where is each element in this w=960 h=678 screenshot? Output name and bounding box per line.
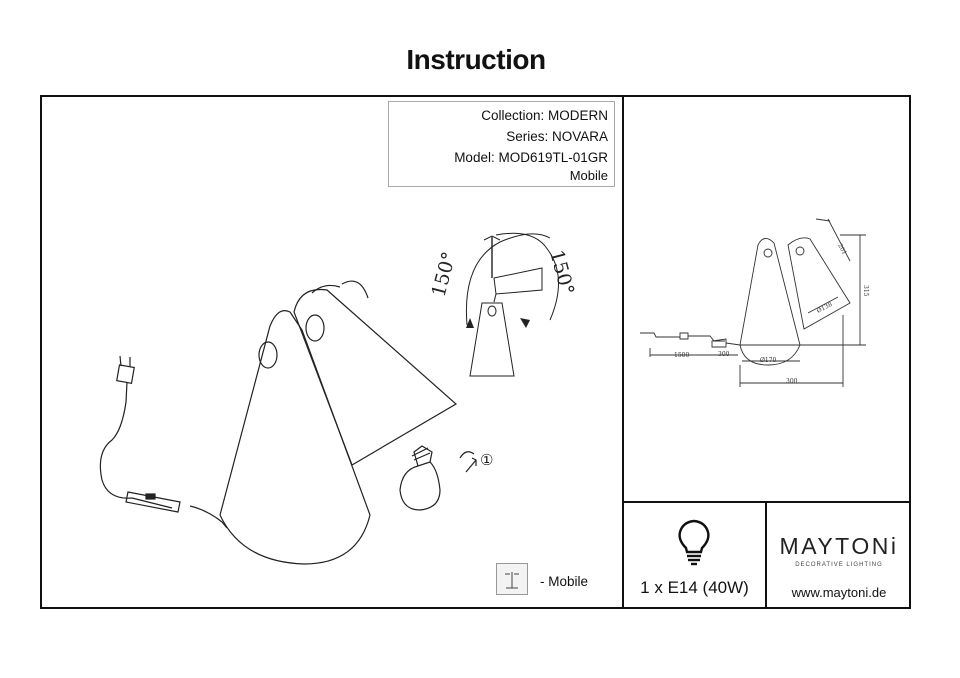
collection-label: Collection: MODERN <box>481 108 608 123</box>
brand-tagline: DECORATIVE LIGHTING <box>795 562 883 568</box>
pivot-left <box>258 341 278 369</box>
plug <box>116 364 135 384</box>
model-label: Model: MOD619TL-01GR <box>454 150 608 165</box>
frame-divider-footer <box>765 501 767 609</box>
frame-divider-vertical <box>622 95 624 609</box>
dim-cord: 1500 <box>674 352 689 359</box>
bulb-spec: 1 x E14 (40W) <box>640 578 749 597</box>
mobile-legend-icon <box>496 563 528 595</box>
dim-cord-switch: 300 <box>718 351 730 358</box>
brand-logo: MAYTONi <box>779 533 899 559</box>
rotation-body <box>469 302 515 377</box>
cord-switch <box>125 491 181 513</box>
rotation-arc-right <box>495 232 559 321</box>
lamp-base <box>219 514 371 565</box>
series-label: Series: NOVARA <box>506 129 608 144</box>
instruction-frame <box>40 95 911 609</box>
rotation-shade <box>493 267 543 295</box>
type-label: Mobile <box>569 168 608 183</box>
rotation-right-label: 150° <box>545 248 578 298</box>
lamp-shade <box>293 288 458 466</box>
step-number: ① <box>480 451 493 469</box>
rotation-left-label: 150° <box>428 249 461 299</box>
dim-shade-length: 201 <box>836 243 848 256</box>
bulb-drawing <box>399 445 441 511</box>
dim-width: 300 <box>786 378 798 385</box>
dim-height: 315 <box>862 285 869 297</box>
bulb-icon <box>678 519 710 566</box>
dimension-drawing: 1500 300 Ø170 300 315 201 Ø138 <box>640 218 869 387</box>
page-title: Instruction <box>406 44 546 75</box>
product-info-box: Collection: MODERN Series: NOVARA Model:… <box>388 101 615 187</box>
legend-label: - Mobile <box>540 574 589 589</box>
dim-base-diameter: Ø170 <box>760 357 777 364</box>
dim-shade-diameter: Ø138 <box>816 301 834 315</box>
website-link[interactable]: www.maytoni.de <box>791 585 887 600</box>
lamp-body <box>219 310 371 516</box>
power-cord <box>99 381 133 499</box>
rotation-arc-left <box>465 233 551 326</box>
lamp-illustration: ① 150° 150° <box>99 232 578 565</box>
pivot-right <box>305 314 325 342</box>
